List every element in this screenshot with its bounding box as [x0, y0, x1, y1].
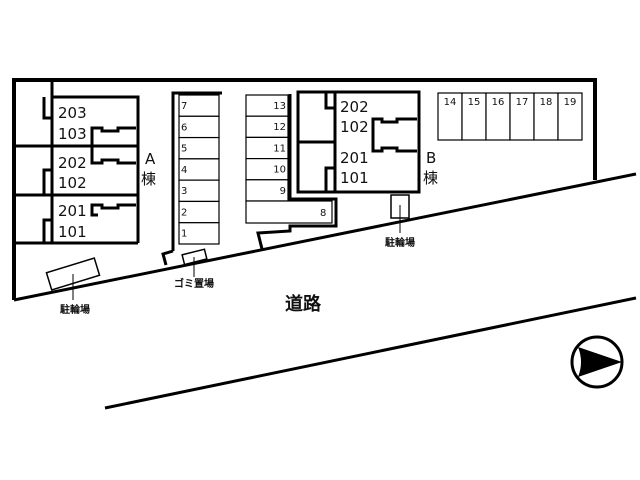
svg-text:4: 4	[181, 165, 187, 176]
road-edge-south	[104, 296, 637, 410]
building-a	[14, 80, 140, 245]
building-b-letter: B	[426, 149, 436, 167]
compass-east-icon	[570, 335, 624, 389]
parking-middle-column: 13 12 11 10 9	[245, 94, 289, 202]
parking-space-10[interactable]: 10	[245, 158, 289, 181]
building-a-suffix: 棟	[141, 170, 156, 188]
building-a-unit-201-101[interactable]: 201 101	[58, 202, 87, 241]
parking-space-12[interactable]: 12	[245, 115, 289, 138]
svg-text:1: 1	[181, 229, 187, 240]
parking-space-5[interactable]: 5	[178, 136, 220, 160]
parking-space-18[interactable]: 18	[533, 92, 559, 141]
svg-text:201: 201	[58, 202, 87, 220]
svg-text:14: 14	[444, 97, 457, 108]
svg-text:201: 201	[340, 149, 369, 167]
svg-text:202: 202	[340, 98, 369, 116]
parking-space-2[interactable]: 2	[178, 200, 220, 224]
parking-space-4[interactable]: 4	[178, 158, 220, 181]
svg-text:102: 102	[340, 118, 369, 136]
svg-text:10: 10	[273, 165, 286, 176]
svg-text:16: 16	[492, 97, 505, 108]
svg-text:駐輪場: 駐輪場	[385, 236, 415, 249]
svg-text:6: 6	[181, 122, 187, 133]
parking-space-7[interactable]: 7	[178, 94, 220, 117]
svg-text:9: 9	[280, 186, 286, 197]
svg-text:12: 12	[273, 122, 286, 133]
svg-text:7: 7	[181, 101, 187, 112]
svg-text:8: 8	[320, 208, 326, 219]
svg-text:2: 2	[181, 207, 187, 218]
parking-left-column: 7 6 5 4 3 2 1	[178, 94, 220, 245]
parking-border-left	[171, 91, 222, 251]
building-b	[296, 90, 421, 194]
site-boundary	[12, 78, 597, 300]
svg-text:102: 102	[58, 174, 87, 192]
building-b-suffix: 棟	[423, 169, 438, 187]
svg-text:202: 202	[58, 154, 87, 172]
parking-space-19[interactable]: 19	[557, 92, 583, 141]
svg-text:5: 5	[181, 144, 187, 155]
parking-space-13[interactable]: 13	[245, 94, 289, 117]
building-a-unit-202-102[interactable]: 202 102	[58, 154, 87, 192]
parking-space-9[interactable]: 9	[245, 179, 289, 202]
parking-space-14[interactable]: 14	[437, 92, 463, 141]
parking-space-3[interactable]: 3	[178, 179, 220, 203]
road-label: 道路	[285, 293, 322, 315]
svg-text:203: 203	[58, 104, 87, 122]
parking-top-right-row: 14 15 16 17 18 19	[437, 92, 583, 141]
parking-space-11[interactable]: 11	[245, 136, 289, 160]
building-b-unit-201-101[interactable]: 201 101	[340, 149, 369, 187]
svg-text:11: 11	[273, 143, 286, 154]
svg-text:ゴミ置場: ゴミ置場	[174, 277, 214, 290]
building-a-unit-203-103[interactable]: 203 103	[58, 104, 87, 143]
svg-text:17: 17	[516, 97, 529, 108]
parking-space-6[interactable]: 6	[178, 115, 220, 139]
svg-text:101: 101	[340, 169, 369, 187]
svg-text:101: 101	[58, 223, 87, 241]
svg-text:15: 15	[468, 97, 481, 108]
svg-text:103: 103	[58, 125, 87, 143]
parking-space-1[interactable]: 1	[178, 222, 220, 245]
building-a-letter: A	[145, 150, 156, 168]
road-edge-north	[13, 172, 637, 302]
svg-text:駐輪場: 駐輪場	[60, 303, 90, 316]
garbage-area[interactable]: ゴミ置場	[174, 248, 214, 290]
parking-border-entry	[161, 249, 174, 266]
parking-space-8[interactable]: 8	[245, 200, 333, 224]
svg-text:13: 13	[273, 101, 286, 112]
parking-space-15[interactable]: 15	[461, 92, 487, 141]
parking-border-middle	[256, 94, 338, 250]
bike-parking-a[interactable]: 駐輪場	[45, 257, 101, 316]
svg-text:3: 3	[181, 186, 187, 197]
building-b-unit-202-102[interactable]: 202 102	[340, 98, 369, 136]
svg-text:18: 18	[540, 97, 553, 108]
svg-text:19: 19	[564, 97, 577, 108]
parking-space-16[interactable]: 16	[485, 92, 511, 141]
parking-space-17[interactable]: 17	[509, 92, 535, 141]
bike-parking-b[interactable]: 駐輪場	[385, 194, 415, 249]
